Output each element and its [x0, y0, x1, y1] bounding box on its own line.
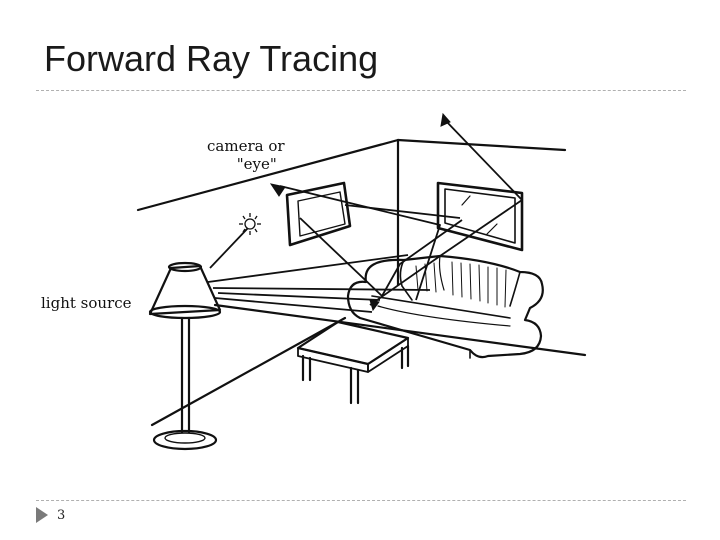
camera-label-line2: "eye": [207, 155, 285, 173]
page-marker-icon: [34, 505, 50, 525]
sofa-texture: [416, 262, 506, 307]
footer-divider: [36, 500, 686, 501]
sofa: [348, 256, 543, 358]
camera-label: camera or "eye": [207, 137, 285, 173]
sparkle-icon: [239, 213, 261, 235]
light-source-label: light source: [41, 294, 132, 312]
camera-label-line1: camera or: [207, 137, 285, 155]
page-number: 3: [57, 508, 65, 523]
